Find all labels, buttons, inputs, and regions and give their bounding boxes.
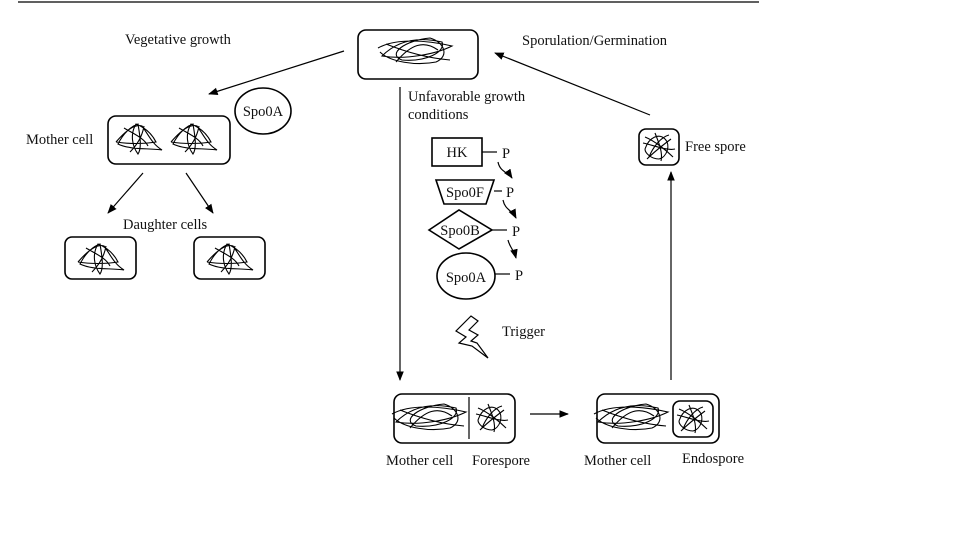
daughter-cell-left bbox=[64, 236, 137, 280]
relay-spo0b-label: Spo0B bbox=[440, 223, 480, 239]
arrow-vegetative bbox=[208, 50, 345, 96]
free-spore bbox=[638, 128, 680, 166]
lightning-bolt-icon bbox=[455, 315, 489, 359]
label-vegetative-growth: Vegetative growth bbox=[125, 32, 232, 48]
relay-hk-label: HK bbox=[447, 145, 468, 161]
transfer-arrow-1 bbox=[497, 161, 513, 179]
relay-spo0f: Spo0F P bbox=[434, 179, 514, 205]
daughter-cell-right bbox=[193, 236, 266, 280]
relay-hk-phospho: P bbox=[502, 146, 510, 162]
label-mother-cell-forespore: Mother cell bbox=[386, 453, 453, 469]
label-forespore: Forespore bbox=[472, 453, 530, 469]
relay-spo0f-label: Spo0F bbox=[446, 185, 484, 201]
spo0a-bubble: Spo0A bbox=[234, 87, 292, 135]
label-trigger: Trigger bbox=[502, 324, 545, 340]
forespore-stage-cell bbox=[391, 393, 516, 444]
relay-spo0a-label: Spo0A bbox=[446, 270, 487, 286]
label-mother-cell-left: Mother cell bbox=[26, 132, 93, 148]
label-mother-cell-endospore: Mother cell bbox=[584, 453, 651, 469]
relay-spo0b: Spo0B P bbox=[427, 209, 520, 250]
arrow-division-right bbox=[185, 172, 214, 214]
label-free-spore: Free spore bbox=[685, 139, 746, 155]
relay-spo0a: Spo0A P bbox=[436, 252, 523, 300]
label-unfavorable-1: Unfavorable growth bbox=[408, 89, 526, 105]
relay-spo0a-phospho: P bbox=[515, 268, 523, 284]
spo0a-bubble-label: Spo0A bbox=[243, 104, 284, 120]
mother-cell-left bbox=[107, 115, 231, 165]
endospore-stage-cell bbox=[593, 393, 720, 444]
label-sporulation-germination: Sporulation/Germination bbox=[522, 33, 668, 49]
arrow-germination bbox=[494, 52, 651, 116]
label-endospore: Endospore bbox=[682, 451, 744, 467]
transfer-arrow-3 bbox=[507, 239, 518, 259]
relay-spo0f-phospho: P bbox=[506, 185, 514, 201]
relay-spo0b-phospho: P bbox=[512, 224, 520, 240]
vegetative-cell-top bbox=[357, 29, 479, 80]
label-unfavorable-2: conditions bbox=[408, 107, 469, 123]
relay-hk: HK P bbox=[431, 137, 510, 167]
transfer-arrow-2 bbox=[502, 199, 517, 219]
arrow-division-left bbox=[107, 172, 144, 214]
label-daughter-cells: Daughter cells bbox=[123, 217, 208, 233]
phosphorelay: HK P Spo0F P Spo0B P Spo0A P bbox=[427, 137, 523, 300]
